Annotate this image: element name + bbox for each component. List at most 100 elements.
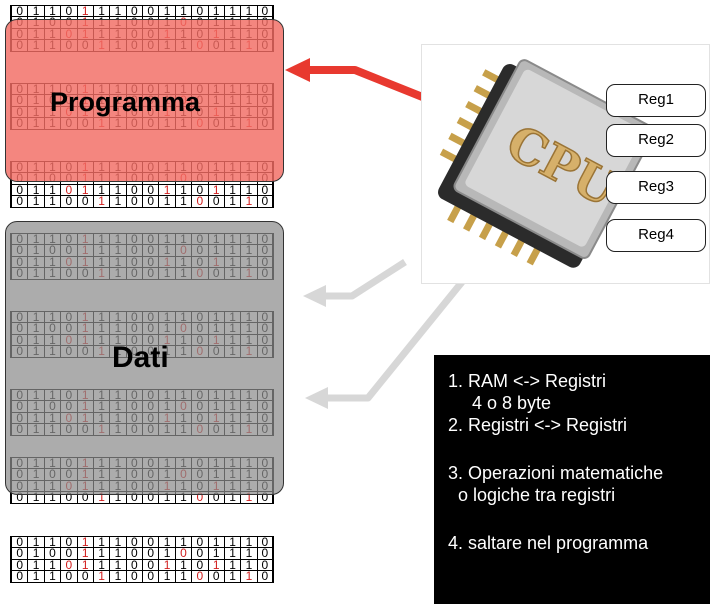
memory-bit: 1 (27, 559, 43, 571)
memory-bit: 0 (142, 195, 158, 207)
memory-bit: 0 (191, 570, 207, 582)
memory-bit: 1 (240, 536, 256, 548)
memory-bit: 1 (92, 184, 109, 196)
data-arrow-1 (320, 259, 407, 300)
memory-bit: 0 (60, 536, 76, 548)
memory-bit: 1 (76, 184, 93, 196)
memory-bit: 1 (92, 195, 109, 207)
memory-bit: 1 (27, 547, 43, 560)
program-fetch-arrowhead (285, 58, 310, 82)
memory-bit: 1 (223, 184, 240, 196)
memory-bit: 1 (223, 5, 240, 17)
memory-bit: 1 (43, 184, 60, 196)
memory-bit: 1 (174, 536, 191, 548)
memory-bit: 1 (240, 559, 256, 571)
op-1-line-1: 1. RAM <-> Registri (448, 371, 607, 391)
memory-bit: 0 (207, 195, 224, 207)
register-reg1: Reg1 (606, 84, 706, 117)
memory-bit: 1 (43, 559, 60, 571)
data-arrow-1-head (303, 285, 326, 307)
memory-bit: 1 (43, 195, 60, 207)
memory-bit: 0 (11, 491, 27, 503)
memory-bit: 1 (109, 536, 125, 548)
memory-bit: 1 (109, 559, 125, 571)
memory-bit: 0 (142, 559, 158, 571)
memory-bit: 0 (11, 5, 27, 17)
memory-bit: 1 (207, 547, 224, 560)
memory-bit: 1 (43, 536, 60, 548)
memory-bit: 1 (27, 5, 43, 17)
memory-bit: 1 (240, 184, 256, 196)
memory-bit: 1 (76, 559, 93, 571)
data-label: Dati (112, 341, 169, 374)
op-2: 2. Registri <-> Registri (448, 415, 628, 435)
memory-bit: 0 (125, 547, 142, 560)
memory-bit: 0 (191, 559, 207, 571)
memory-bit: 0 (256, 5, 273, 17)
memory-bit: 1 (43, 5, 60, 17)
memory-bit: 1 (92, 536, 109, 548)
memory-bit: 1 (223, 491, 240, 503)
memory-bit: 1 (240, 491, 256, 503)
memory-bit: 1 (207, 536, 224, 548)
memory-bit: 1 (223, 195, 240, 207)
op-3-line-2: o logiche tra registri (458, 485, 616, 505)
op-4: 4. saltare nel programma (448, 533, 649, 553)
memory-bit: 0 (142, 491, 158, 503)
memory-bit: 0 (60, 491, 76, 503)
memory-bit: 0 (191, 5, 207, 17)
memory-bit: 0 (11, 570, 27, 582)
register-reg4: Reg4 (606, 219, 706, 252)
memory-bit: 0 (76, 195, 93, 207)
memory-bit: 0 (142, 570, 158, 582)
memory-bit: 0 (125, 195, 142, 207)
op-1-line-2: 4 o 8 byte (472, 393, 552, 413)
memory-bit: 0 (256, 184, 273, 196)
memory-bit: 0 (256, 547, 273, 560)
memory-bit: 0 (125, 184, 142, 196)
memory-bit: 0 (11, 536, 27, 548)
memory-bit: 0 (256, 491, 273, 503)
memory-bit: 1 (174, 491, 191, 503)
memory-bit: 0 (11, 184, 27, 196)
memory-bit: 1 (240, 195, 256, 207)
memory-bit: 1 (92, 491, 109, 503)
memory-bit: 1 (240, 5, 256, 17)
memory-bit: 1 (76, 5, 93, 17)
memory-bit: 1 (109, 570, 125, 582)
memory-bit: 1 (109, 547, 125, 560)
memory-bit: 1 (223, 559, 240, 571)
memory-bit: 1 (27, 195, 43, 207)
register-reg3: Reg3 (606, 171, 706, 204)
memory-bit: 1 (158, 570, 174, 582)
memory-bit: 1 (158, 536, 174, 548)
memory-bit: 0 (60, 559, 76, 571)
memory-bit: 1 (158, 195, 174, 207)
memory-bit: 1 (92, 547, 109, 560)
memory-bit: 1 (27, 184, 43, 196)
memory-bit: 1 (27, 536, 43, 548)
memory-bit: 1 (223, 536, 240, 548)
memory-bit: 1 (207, 5, 224, 17)
memory-bit: 0 (207, 570, 224, 582)
memory-bit: 0 (191, 184, 207, 196)
memory-bit: 1 (174, 559, 191, 571)
memory-bit: 0 (60, 547, 76, 560)
memory-bit: 1 (92, 5, 109, 17)
register-reg2: Reg2 (606, 124, 706, 157)
memory-bit: 0 (60, 195, 76, 207)
memory-bit: 0 (191, 547, 207, 560)
cpu-panel: CPU (421, 44, 710, 284)
memory-bit: 0 (142, 184, 158, 196)
memory-bit: 0 (60, 184, 76, 196)
memory-bit: 0 (256, 570, 273, 582)
memory-bit: 1 (76, 547, 93, 560)
memory-bit: 1 (158, 559, 174, 571)
program-region: Programma (5, 19, 284, 182)
